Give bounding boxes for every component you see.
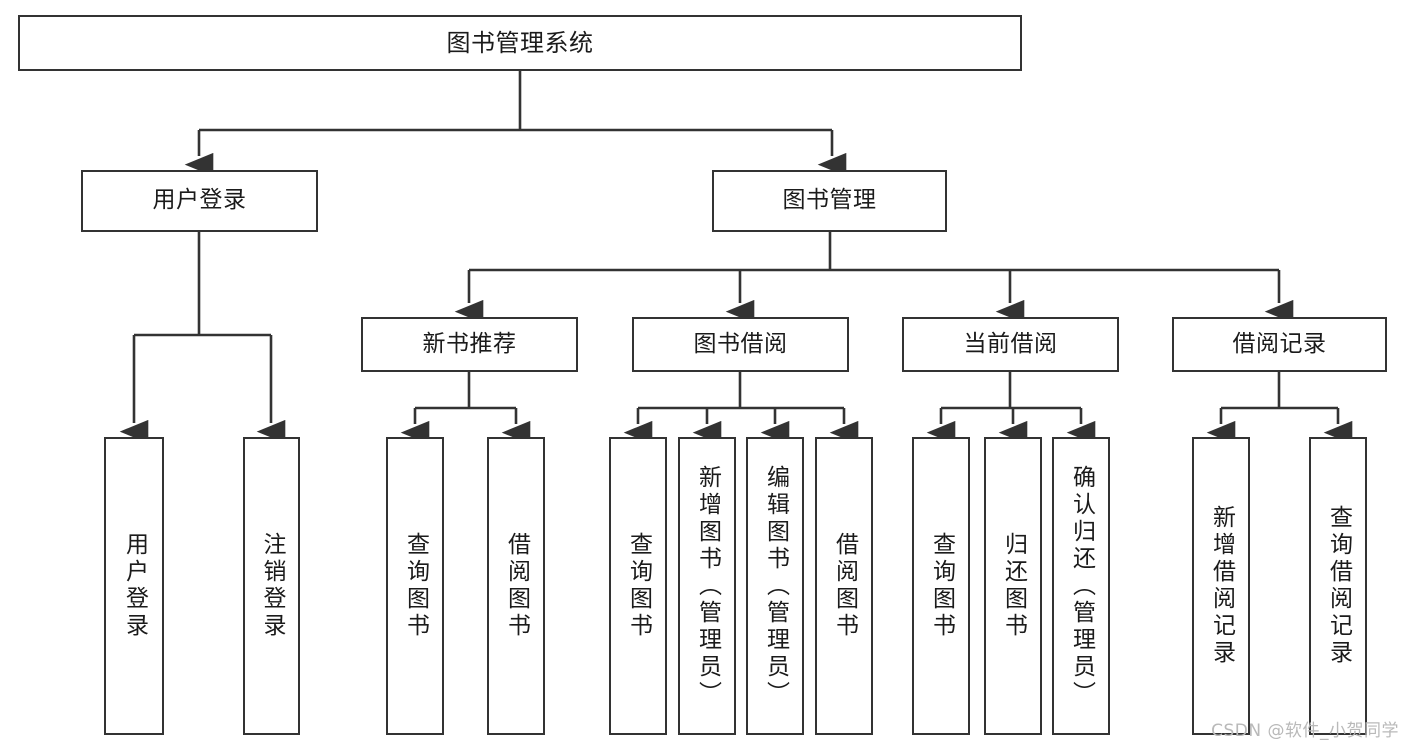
node-label: 注销登录 bbox=[259, 532, 285, 640]
leaf-return-book[interactable]: 归还图书 bbox=[984, 437, 1042, 735]
leaf-user-login[interactable]: 用户登录 bbox=[104, 437, 164, 735]
node-label: 用户登录 bbox=[121, 532, 148, 640]
node-user-login[interactable]: 用户登录 bbox=[81, 170, 318, 232]
node-label: 用户登录 bbox=[152, 187, 247, 214]
node-label: 图书管理 bbox=[782, 187, 877, 214]
node-book-borrow[interactable]: 图书借阅 bbox=[632, 317, 849, 372]
node-label: 图书借阅 bbox=[693, 330, 788, 357]
node-label: 借阅图书 bbox=[503, 532, 530, 640]
leaf-add-book[interactable]: 新增图书（管理员） bbox=[678, 437, 736, 735]
node-book-manage[interactable]: 图书管理 bbox=[712, 170, 947, 232]
node-borrow-record[interactable]: 借阅记录 bbox=[1172, 317, 1387, 372]
leaf-borrow-book-newbook[interactable]: 借阅图书 bbox=[487, 437, 545, 735]
leaf-query-borrow-record[interactable]: 查询借阅记录 bbox=[1309, 437, 1367, 735]
node-label: 归还图书 bbox=[1000, 532, 1027, 640]
node-label: 借阅记录 bbox=[1232, 330, 1327, 357]
node-label: 查询图书 bbox=[928, 532, 955, 640]
leaf-query-book-borrow[interactable]: 查询图书 bbox=[609, 437, 667, 735]
leaf-confirm-return[interactable]: 确认归还（管理员） bbox=[1052, 437, 1110, 735]
node-label: 查询图书 bbox=[402, 532, 429, 640]
node-current-borrow[interactable]: 当前借阅 bbox=[902, 317, 1119, 372]
node-label: 新书推荐 bbox=[422, 330, 517, 357]
node-new-book-recommend[interactable]: 新书推荐 bbox=[361, 317, 578, 372]
leaf-add-borrow-record[interactable]: 新增借阅记录 bbox=[1192, 437, 1250, 735]
leaf-query-book-current[interactable]: 查询图书 bbox=[912, 437, 970, 735]
leaf-borrow-book[interactable]: 借阅图书 bbox=[815, 437, 873, 735]
node-label: 新增借阅记录 bbox=[1208, 505, 1235, 667]
node-label: 确认归还（管理员） bbox=[1068, 464, 1095, 708]
leaf-logout[interactable]: 注销登录 bbox=[243, 437, 300, 735]
node-label: 查询借阅记录 bbox=[1325, 505, 1352, 667]
node-label: 查询图书 bbox=[625, 532, 652, 640]
node-system-root[interactable]: 图书管理系统 bbox=[18, 15, 1022, 71]
node-label: 借阅图书 bbox=[831, 532, 858, 640]
node-label: 当前借阅 bbox=[963, 330, 1058, 357]
csdn-watermark: CSDN @软件_小贺同学 bbox=[1211, 721, 1399, 741]
node-label: 新增图书（管理员） bbox=[694, 464, 721, 708]
leaf-edit-book[interactable]: 编辑图书（管理员） bbox=[746, 437, 804, 735]
node-label: 编辑图书（管理员） bbox=[762, 464, 789, 708]
node-label: 图书管理系统 bbox=[446, 28, 594, 57]
leaf-query-book-newbook[interactable]: 查询图书 bbox=[386, 437, 444, 735]
